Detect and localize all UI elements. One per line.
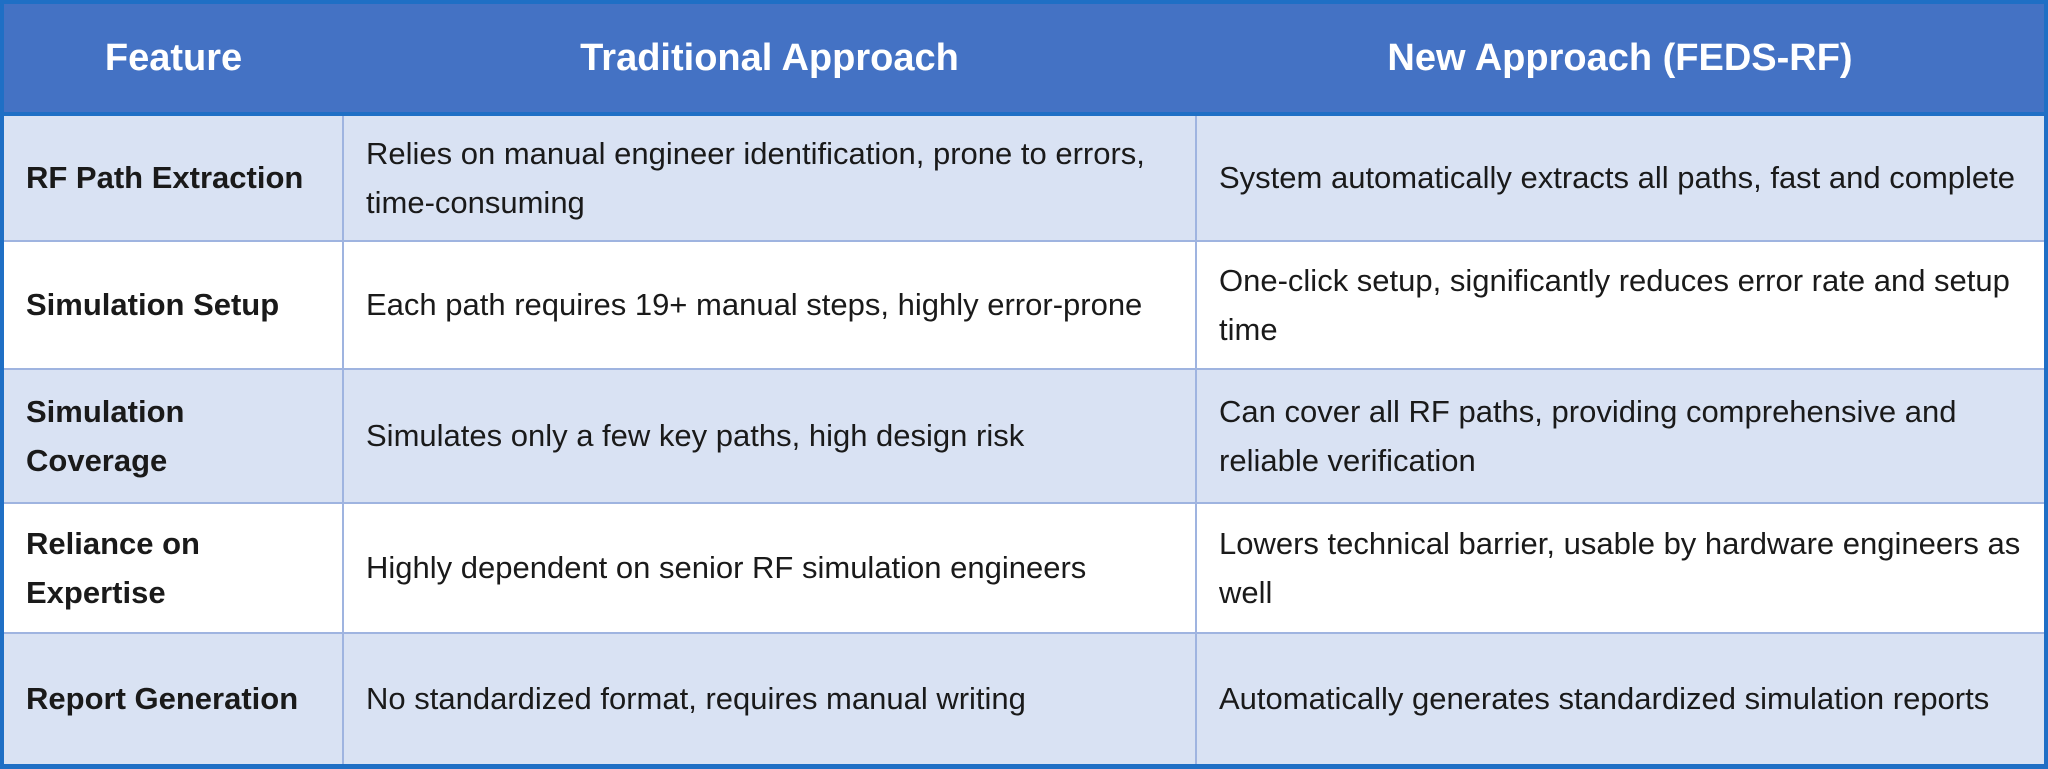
table-row: Simulation Coverage Simulates only a few… — [4, 368, 2044, 504]
new-approach-cell: Automatically generates standardized sim… — [1196, 632, 2044, 764]
table-row: Report Generation No standardized format… — [4, 632, 2044, 764]
table-row: RF Path Extraction Relies on manual engi… — [4, 114, 2044, 242]
header-row: Feature Traditional Approach New Approac… — [4, 4, 2044, 116]
table-row: Reliance on Expertise Highly dependent o… — [4, 502, 2044, 634]
comparison-table: Feature Traditional Approach New Approac… — [4, 4, 2044, 764]
feature-cell: Reliance on Expertise — [4, 502, 344, 634]
feature-cell: Report Generation — [4, 632, 344, 764]
traditional-cell: Simulates only a few key paths, high des… — [343, 368, 1197, 504]
header-feature: Feature — [4, 4, 343, 116]
new-approach-cell: One-click setup, significantly reduces e… — [1196, 240, 2044, 370]
header-new-approach: New Approach (FEDS-RF) — [1196, 4, 2044, 116]
table-header: Feature Traditional Approach New Approac… — [4, 4, 2044, 116]
new-approach-cell: Lowers technical barrier, usable by hard… — [1196, 502, 2044, 634]
feature-cell: Simulation Coverage — [4, 368, 344, 504]
traditional-cell: Each path requires 19+ manual steps, hig… — [343, 240, 1197, 370]
feature-cell: RF Path Extraction — [4, 114, 344, 242]
new-approach-cell: Can cover all RF paths, providing compre… — [1196, 368, 2044, 504]
traditional-cell: No standardized format, requires manual … — [343, 632, 1197, 764]
traditional-cell: Highly dependent on senior RF simulation… — [343, 502, 1197, 634]
feature-cell: Simulation Setup — [4, 240, 344, 370]
traditional-cell: Relies on manual engineer identification… — [343, 114, 1197, 242]
header-traditional-approach: Traditional Approach — [343, 4, 1196, 116]
new-approach-cell: System automatically extracts all paths,… — [1196, 114, 2044, 242]
table-body: RF Path Extraction Relies on manual engi… — [4, 114, 2044, 764]
table-row: Simulation Setup Each path requires 19+ … — [4, 240, 2044, 370]
